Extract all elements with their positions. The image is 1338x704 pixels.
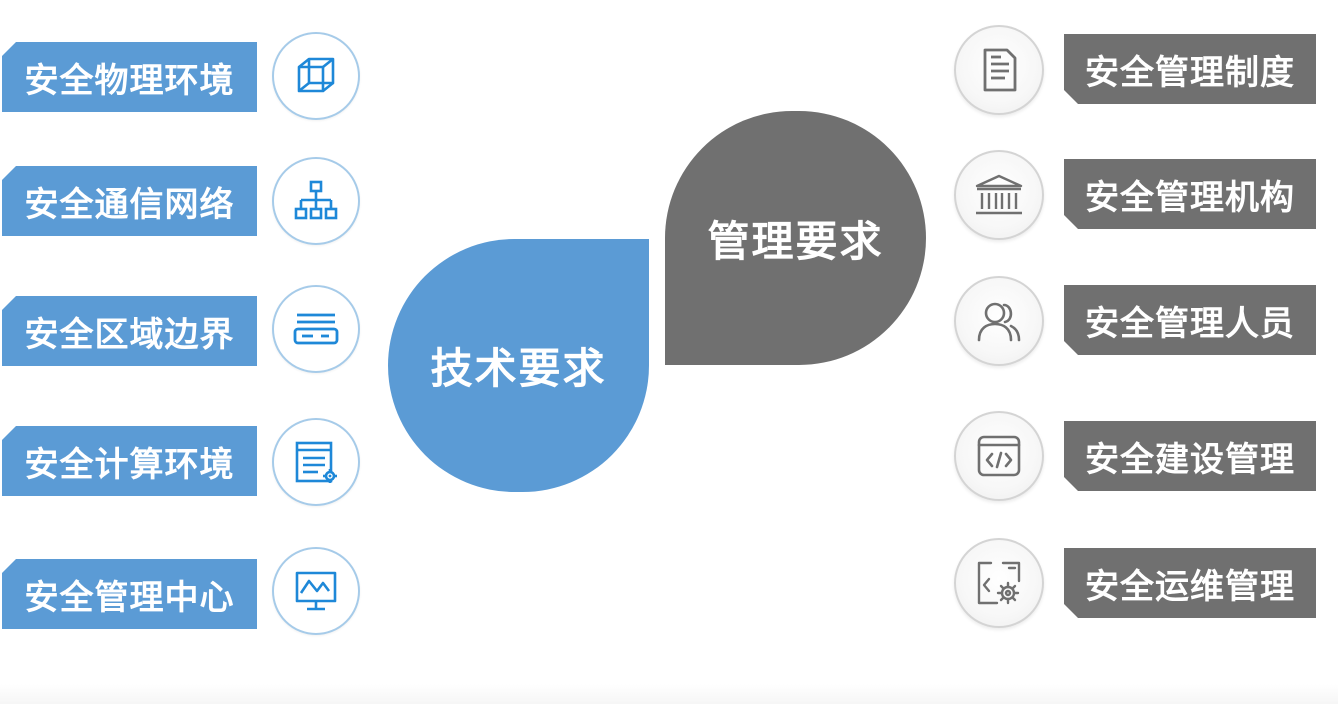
label-text: 安全计算环境: [24, 444, 235, 485]
server-gear-icon: [295, 441, 337, 483]
tech-item-computing-icon-circle: [272, 418, 360, 506]
label-text: 安全管理机构: [1085, 177, 1295, 218]
label-text: 安全运维管理: [1085, 566, 1295, 607]
users-icon: [977, 302, 1021, 342]
mgmt-item-construction-icon-circle: [954, 411, 1044, 501]
management-requirements-title: 管理要求: [707, 216, 884, 266]
tech-item-network-icon-circle: [272, 157, 360, 245]
settings-window-icon: [977, 561, 1021, 605]
network-topology-icon: [294, 180, 338, 220]
tech-item-computing-label: 安全计算环境: [2, 426, 257, 496]
tech-item-physical-label: 安全物理环境: [2, 42, 257, 112]
mgmt-item-policy-label: 安全管理制度: [1064, 34, 1316, 104]
label-text: 安全物理环境: [24, 60, 235, 101]
bottom-shadow: [0, 684, 1338, 704]
institution-icon: [975, 174, 1023, 215]
mgmt-item-policy-icon-circle: [954, 25, 1044, 115]
tech-item-network-label: 安全通信网络: [2, 166, 257, 236]
monitor-chart-icon: [295, 571, 337, 611]
mgmt-item-construction-label: 安全建设管理: [1064, 421, 1316, 491]
mgmt-item-operations-icon-circle: [954, 538, 1044, 628]
label-text: 安全通信网络: [24, 184, 235, 225]
tech-item-boundary-label: 安全区域边界: [2, 296, 257, 366]
mgmt-item-organization-icon-circle: [954, 150, 1044, 240]
tech-item-physical-icon-circle: [272, 32, 360, 120]
tech-item-boundary-icon-circle: [272, 285, 360, 373]
mgmt-item-personnel-icon-circle: [954, 276, 1044, 366]
mgmt-item-operations-label: 安全运维管理: [1064, 548, 1316, 618]
label-text: 安全管理制度: [1085, 52, 1295, 93]
code-window-icon: [977, 435, 1021, 477]
mgmt-item-personnel-label: 安全管理人员: [1064, 285, 1316, 355]
label-text: 安全管理中心: [24, 577, 235, 618]
label-text: 安全区域边界: [24, 314, 235, 355]
technical-requirements-title: 技术要求: [430, 344, 607, 393]
mgmt-item-organization-label: 安全管理机构: [1064, 159, 1316, 229]
tech-item-center-label: 安全管理中心: [2, 559, 257, 629]
technical-requirements-node: 技术要求: [388, 239, 649, 492]
label-text: 安全建设管理: [1085, 439, 1295, 480]
label-text: 安全管理人员: [1085, 303, 1295, 344]
document-icon: [983, 48, 1017, 92]
cube-icon: [297, 57, 335, 93]
tech-item-center-icon-circle: [272, 547, 360, 635]
management-requirements-node: 管理要求: [665, 111, 926, 365]
router-icon: [293, 313, 339, 345]
